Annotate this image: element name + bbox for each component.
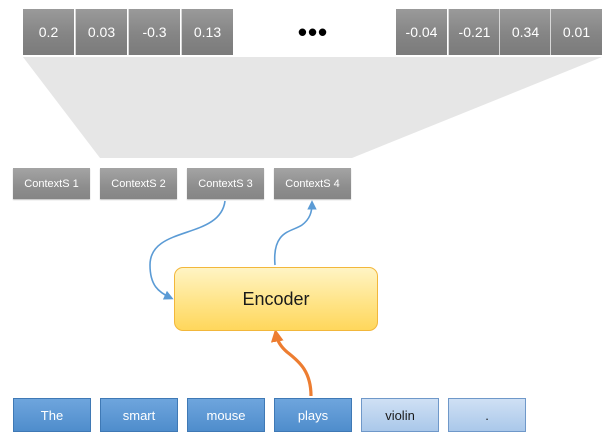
cell-divider bbox=[128, 9, 129, 55]
token-box: The bbox=[13, 398, 91, 432]
token-box: smart bbox=[100, 398, 178, 432]
cell-divider bbox=[499, 9, 500, 55]
token-to-encoder-arrow bbox=[270, 328, 313, 397]
cell-divider bbox=[448, 9, 449, 55]
vector-cell: -0.04 bbox=[396, 9, 447, 55]
vector-cell: 0.03 bbox=[76, 9, 127, 55]
context3-to-encoder-arrow bbox=[149, 200, 226, 300]
vector-cell: -0.3 bbox=[129, 9, 180, 55]
encoder-to-context4-arrow bbox=[274, 200, 317, 266]
cell-divider bbox=[550, 9, 551, 55]
token-box: violin bbox=[361, 398, 439, 432]
funnel-shape bbox=[23, 57, 602, 158]
context-box-1: ContextS 1 bbox=[13, 168, 90, 199]
vector-cell: -0.21 bbox=[449, 9, 500, 55]
vector-cell: 0.2 bbox=[23, 9, 74, 55]
token-box: plays bbox=[274, 398, 352, 432]
vector-cell: 0.34 bbox=[500, 9, 551, 55]
encoder-label: Encoder bbox=[242, 288, 310, 309]
vector-cell: 0.01 bbox=[551, 9, 602, 55]
encoder-box: Encoder bbox=[174, 267, 378, 331]
context-box-2: ContextS 2 bbox=[100, 168, 177, 199]
token-box: . bbox=[448, 398, 526, 432]
context-box-4: ContextS 4 bbox=[274, 168, 351, 199]
ellipsis: ••• bbox=[297, 17, 329, 47]
token-box: mouse bbox=[187, 398, 265, 432]
vector-cell: 0.13 bbox=[182, 9, 233, 55]
cell-divider bbox=[75, 9, 76, 55]
cell-divider bbox=[181, 9, 182, 55]
context-box-3: ContextS 3 bbox=[187, 168, 264, 199]
